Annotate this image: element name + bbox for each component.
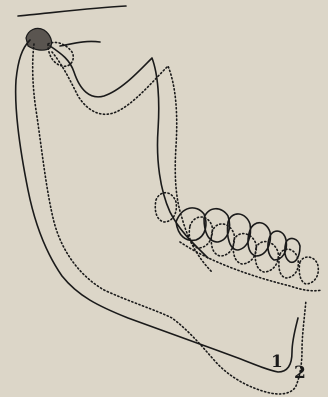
- teeth-solid: [176, 208, 300, 262]
- skull-base-line: [18, 6, 126, 16]
- label-outline-1: 1: [271, 352, 283, 372]
- label-outline-2: 2: [294, 363, 306, 383]
- mandible-outline-1: [16, 40, 298, 372]
- mandible-outline-2: [33, 44, 306, 394]
- coronoid-outline-1: [60, 41, 100, 46]
- alveolar-ridge-dotted: [180, 242, 322, 291]
